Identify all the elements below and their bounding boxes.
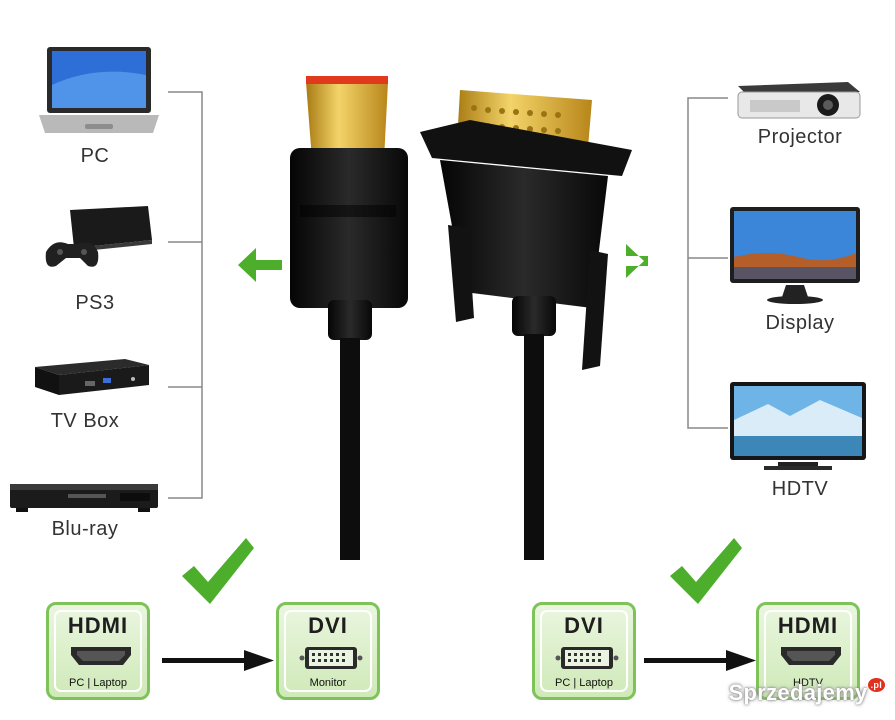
watermark: Sprzedajemy.pl xyxy=(728,678,885,706)
dvi-source-sub: PC | Laptop xyxy=(555,677,613,689)
hdmi-source-card: HDMI PC | Laptop xyxy=(46,602,150,700)
dvi-port-icon xyxy=(555,647,619,669)
hdmi-port-icon xyxy=(71,647,131,665)
laptop-icon xyxy=(39,47,159,133)
display-label-hdtv: HDTV xyxy=(771,478,829,500)
source-label-bluray: Blu-ray xyxy=(51,518,119,540)
source-label-tv-box: TV Box xyxy=(50,410,120,432)
watermark-suffix: .pl xyxy=(867,678,885,692)
hdmi-title: HDMI xyxy=(777,613,839,638)
display-label-display: Display xyxy=(765,312,835,334)
tv-box-icon xyxy=(35,359,149,395)
dvi-title: DVI xyxy=(308,613,348,638)
arrow-right-icon xyxy=(644,650,756,671)
dvi-source-card: DVI PC | Laptop xyxy=(532,602,636,700)
hdmi-title: HDMI xyxy=(67,613,129,638)
game-console-icon xyxy=(45,206,152,267)
source-label-pc: PC xyxy=(80,145,110,167)
checkmark-icon xyxy=(670,538,742,604)
hdmi-source-sub: PC | Laptop xyxy=(69,677,127,689)
checkmark-icon xyxy=(182,538,254,604)
monitor-icon xyxy=(730,207,860,304)
source-label-ps3: PS3 xyxy=(75,292,115,314)
dvi-title: DVI xyxy=(564,613,604,638)
bluray-player-icon xyxy=(10,484,158,512)
arrow-right-icon xyxy=(162,650,274,671)
watermark-text: Sprzedajemy xyxy=(728,680,868,705)
hdmi-hdtv-card: HDMI HDTV xyxy=(756,602,860,700)
dvi-monitor-card: DVI Monitor xyxy=(276,602,380,700)
dvi-port-icon xyxy=(299,647,363,669)
hdtv-icon xyxy=(730,382,866,470)
hdmi-hdtv-sub: HDTV xyxy=(793,677,823,689)
projector-icon xyxy=(737,82,861,119)
dvi-monitor-sub: Monitor xyxy=(309,677,347,689)
hdmi-port-icon xyxy=(781,647,841,665)
display-label-projector: Projector xyxy=(757,126,843,148)
hdmi-dvi-cable-image xyxy=(238,76,648,560)
